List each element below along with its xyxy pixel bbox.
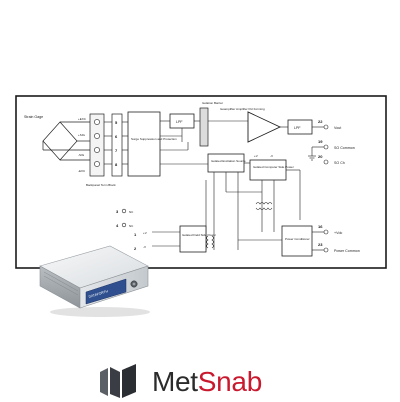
pin-23: 23: [318, 242, 323, 247]
brand-name-part2: Snab: [197, 366, 263, 397]
isolated-field-power-block: [179, 225, 207, 253]
power-common-label: Power Common: [334, 249, 360, 253]
so-common-label: SO Common: [334, 146, 355, 150]
pin-6: 6: [115, 134, 118, 139]
isolation-barrier-label: Isolation Barrier: [202, 101, 223, 105]
transformer-bottom: [206, 235, 214, 249]
metsnab-logo-mark-icon: [100, 364, 136, 398]
nc-label-2: NC: [129, 224, 134, 228]
pin-19: 19: [318, 139, 323, 144]
isolated-computer-power-label: Isolated Computer Side Power: [253, 165, 294, 169]
backpanel-label: Backpanel Term Block: [86, 183, 116, 187]
isolated-field-power-label: Isolated Field Side Power: [182, 233, 216, 237]
strain-gage-bridge: [42, 121, 90, 161]
pin-8: 8: [115, 162, 118, 167]
power-conditioner-label: Power Conditioner: [285, 237, 310, 241]
plus-exc-label: +EXC: [78, 117, 87, 121]
surge-suppression-block: [127, 111, 161, 177]
module-pin-column: [111, 113, 123, 177]
power-conditioner-block: [281, 225, 313, 257]
strain-gage-label: Strain Gage: [24, 115, 43, 119]
isolated-excitation-label: Isolated Excitation Source: [211, 159, 246, 163]
pin-20: 20: [318, 154, 323, 159]
device-brand-label: DATAFORTH: [88, 289, 109, 299]
so-ch-label: SO Ch: [334, 161, 345, 165]
transformer-top: [255, 202, 273, 210]
brand-name-part1: Met: [152, 366, 198, 397]
pin-7: 7: [115, 148, 118, 153]
lpf-right-label: LPF: [294, 126, 301, 130]
plus-v-label: +V: [143, 231, 147, 235]
ground-symbol: [308, 146, 324, 161]
isolation-barrier: [199, 107, 209, 147]
metsnab-logo[interactable]: MetSnab: [98, 362, 308, 402]
pin-22: 22: [318, 119, 323, 124]
vout-label: Vout: [334, 126, 341, 130]
diagram-frame: [15, 95, 387, 269]
minus-v-top-label: -V: [270, 154, 273, 158]
minus-v-label: -V: [143, 245, 146, 249]
amplifier-triangle: [247, 111, 282, 143]
minus-sig-label: -SIG: [78, 153, 85, 157]
amplifier-label: Isoamplifier Amplifier Pol Forming: [220, 107, 265, 111]
plus-sig-label: +SIG: [78, 133, 86, 137]
pin-4: 4: [116, 223, 119, 228]
minus-exc-label: -EXC: [78, 169, 86, 173]
signal-conditioner-module-photo: DATAFORTH: [39, 245, 150, 317]
pin-16: 16: [318, 224, 323, 229]
plus-vdc-label: +Vdc: [334, 231, 342, 235]
plus-v-top-label: +V: [254, 154, 258, 158]
pin-5: 5: [115, 120, 118, 125]
surge-label: Surge Suppression and Protection: [131, 137, 177, 141]
metsnab-wordmark: MetSnab: [152, 364, 262, 400]
pin-3: 3: [116, 209, 119, 214]
lpf-left-label: LPF: [176, 120, 183, 124]
pin-2: 2: [134, 246, 137, 251]
backpanel-term-block: [89, 113, 105, 177]
isolated-computer-power-block: [249, 159, 287, 181]
pin-1: 1: [134, 232, 137, 237]
isolated-excitation-block: [207, 153, 245, 173]
nc-label-1: NC: [129, 210, 134, 214]
